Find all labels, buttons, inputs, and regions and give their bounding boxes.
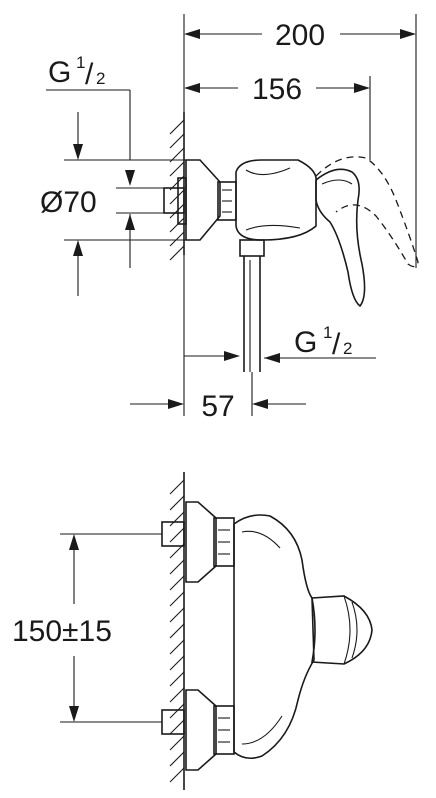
svg-text:/: / [332,328,341,361]
inlet-connector-side [163,159,237,241]
dimension-overall-length: 200 [183,14,417,268]
diameter-label: Ø70 [40,186,97,219]
outlet-thread-prefix: G [294,326,317,359]
svg-text:/: / [85,58,94,91]
dimension-outlet-offset: 57 [130,255,306,423]
side-view: 200 156 G 1 / 2 [40,14,419,423]
outlet-thread-callout: G 1 / 2 [184,323,376,363]
lower-inlet-front [161,689,235,771]
overall-length-label: 200 [275,19,325,52]
mixer-body-side [235,159,317,241]
wall-front [169,472,185,790]
outlet-thread-numerator: 1 [323,323,332,342]
lever-handle-side [315,156,419,308]
wall-side [169,112,185,261]
handle-length-label: 156 [252,73,302,106]
dimension-inlet-spacing: 150±15 [12,533,162,723]
mixer-body-front [233,514,315,760]
upper-inlet-front [161,501,235,583]
inlet-thread-callout: G 1 / 2 [46,53,135,268]
dimension-handle-length: 156 [184,73,371,160]
front-view: 150±15 [12,472,373,790]
outlet-offset-label: 57 [201,390,234,423]
outlet-pipe-side [239,239,265,372]
inlet-thread-numerator: 1 [76,53,85,72]
dimension-diameter: Ø70 [40,112,186,296]
outlet-thread-denominator: 2 [343,339,352,358]
inlet-spacing-label: 150±15 [12,615,112,648]
inlet-thread-denominator: 2 [96,69,105,88]
lever-handle-front [311,595,373,665]
inlet-thread-prefix: G [48,56,71,89]
